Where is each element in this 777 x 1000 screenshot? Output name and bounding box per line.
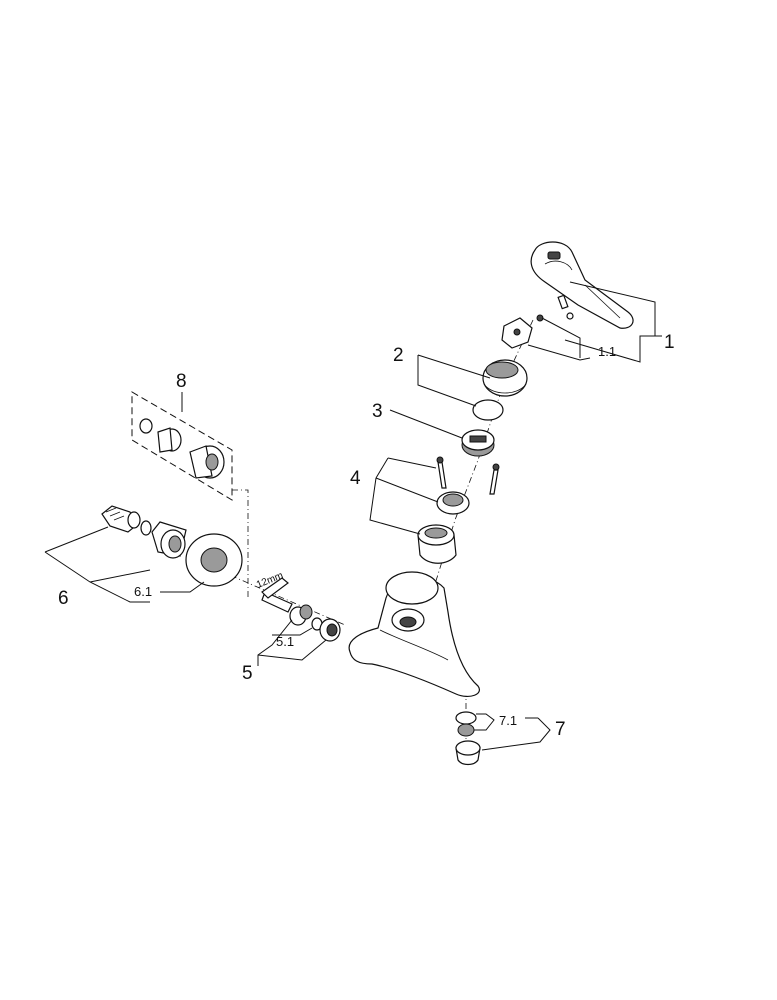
wall-rosette <box>185 533 243 587</box>
union-washer <box>140 520 152 536</box>
hex-key-tool <box>261 577 293 613</box>
s-union-pipe <box>101 505 141 533</box>
handle-cap-icon <box>547 251 561 260</box>
label-part-7-1: 7.1 <box>499 713 517 728</box>
label-part-5: 5 <box>242 663 253 684</box>
extension-kit-box <box>131 391 233 501</box>
aerator-seal <box>455 711 477 725</box>
leader-6-1 <box>160 581 205 593</box>
handle-clamp <box>501 294 574 349</box>
aerator <box>455 723 481 766</box>
leader-1 <box>564 281 662 363</box>
leader-6 <box>44 526 151 603</box>
label-part-3: 3 <box>372 401 383 422</box>
label-part-1-1: 1.1 <box>598 344 616 359</box>
label-part-4: 4 <box>350 468 361 489</box>
extension-kit-parts <box>139 418 225 479</box>
eccentric-connector <box>289 604 313 626</box>
kit-8-connector <box>232 489 249 600</box>
fixing-screws <box>436 456 500 495</box>
label-part-7: 7 <box>555 719 566 740</box>
cartridge-nut <box>461 429 495 457</box>
leader-5 <box>257 619 327 666</box>
label-part-6: 6 <box>58 588 69 609</box>
leader-7 <box>481 717 551 751</box>
leader-7-1 <box>474 713 495 731</box>
leader-3 <box>389 409 463 439</box>
leader-4 <box>369 457 439 535</box>
leader-5-1 <box>272 627 313 636</box>
label-part-8: 8 <box>176 371 187 392</box>
union-nut <box>319 618 341 642</box>
leader-1-1 <box>527 317 591 361</box>
mixer-body <box>348 571 480 698</box>
label-part-6-1: 6.1 <box>134 584 152 599</box>
label-part-2: 2 <box>393 345 404 366</box>
cover-cap <box>482 359 528 397</box>
o-ring <box>472 399 504 421</box>
retaining-ring <box>436 491 470 515</box>
label-part-5-1: 5.1 <box>276 634 294 649</box>
label-part-1: 1 <box>664 332 675 353</box>
wall-sleeve <box>151 521 187 559</box>
leader-2 <box>417 354 491 407</box>
cartridge-body <box>417 524 457 564</box>
